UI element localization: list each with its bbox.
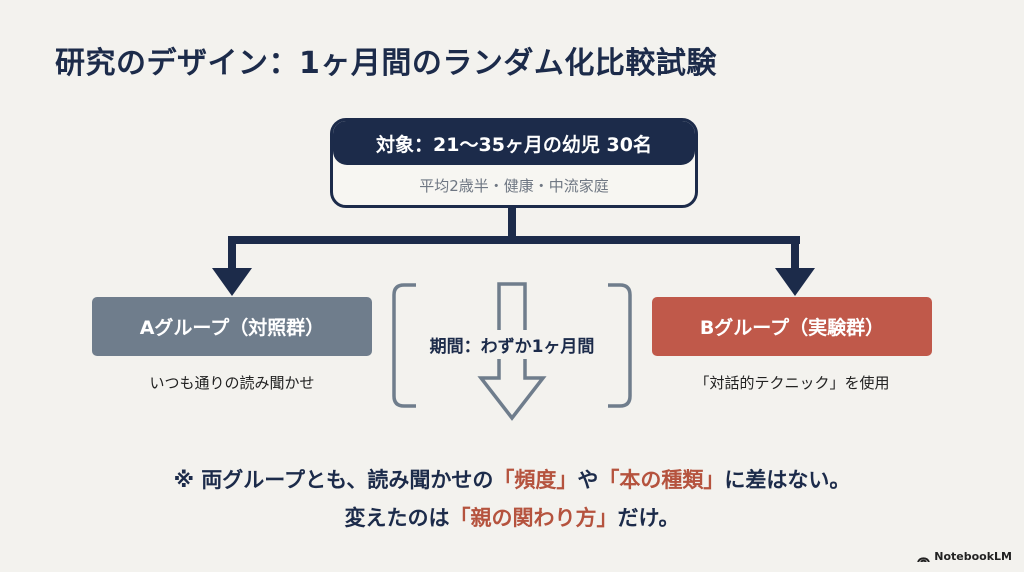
split-arrow	[212, 200, 815, 296]
time-arrow-icon	[477, 282, 547, 421]
notebooklm-logo-icon	[917, 556, 931, 562]
brand-watermark: NotebookLM	[917, 550, 1012, 563]
subjects-detail: 平均2歳半・健康・中流家庭	[419, 176, 609, 195]
subjects-heading: 対象：21〜35ヶ月の幼児 30名	[333, 121, 695, 165]
period-brackets	[392, 283, 632, 408]
brand-name: NotebookLM	[934, 550, 1012, 563]
page-title: 研究のデザイン：1ヶ月間のランダム化比較試験	[55, 46, 717, 81]
subjects-box: 対象：21〜35ヶ月の幼児 30名 平均2歳半・健康・中流家庭	[330, 118, 698, 208]
note-line-2: 変えたのは「親の関わり方」だけ。	[0, 502, 1024, 532]
note-highlight: 「本の種類」	[598, 468, 725, 492]
note-line-1: ※ 両グループとも、読み聞かせの「頻度」や「本の種類」に差はない。	[0, 464, 1024, 494]
group-a-description: いつも通りの読み聞かせ	[149, 374, 315, 392]
group-a-box: Aグループ（対照群）	[92, 297, 372, 356]
note-text: 変えたのは	[344, 506, 450, 530]
note-text: に差はない。	[724, 468, 851, 492]
group-b-description: 「対話的テクニック」を使用	[694, 374, 890, 392]
arrow-to-a	[212, 268, 252, 296]
note-highlight: 「頻度」	[493, 468, 578, 492]
arrow-to-b	[775, 268, 815, 296]
note-text: ※ 両グループとも、読み聞かせの	[173, 468, 494, 492]
group-b-box: Bグループ（実験群）	[652, 297, 932, 356]
period-label: 期間：わずか1ヶ月間	[400, 330, 624, 359]
note-highlight: 「親の関わり方」	[449, 506, 618, 530]
note-text: だけ。	[617, 506, 680, 530]
note-text: や	[577, 468, 599, 492]
